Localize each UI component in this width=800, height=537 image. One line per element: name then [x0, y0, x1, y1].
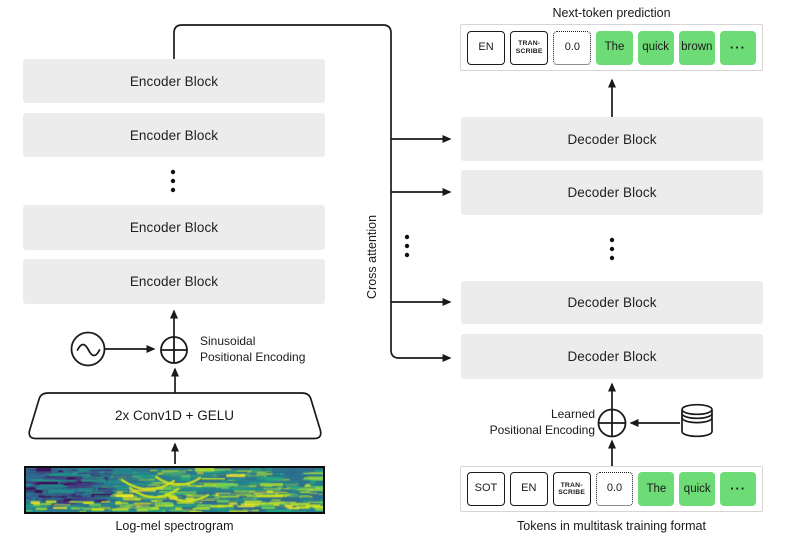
decoder-block-1-label: Decoder Block — [567, 131, 657, 147]
spectrogram-canvas — [26, 468, 323, 512]
log-mel-spectrogram-image — [24, 466, 325, 514]
token-transcribe: TRAN-SCRIBE — [510, 30, 549, 65]
token-sot: SOT — [467, 472, 505, 506]
conv-label: 2x Conv1D + GELU — [115, 408, 234, 423]
encoder-block-3: Encoder Block — [23, 205, 325, 250]
tokens-format-caption: Tokens in multitask training format — [517, 519, 706, 533]
sine-wave-icon — [70, 331, 106, 367]
decoder-block-2-label: Decoder Block — [567, 185, 657, 200]
input-token-row: SOT EN TRAN-SCRIBE 0.0 The quick ··· — [460, 466, 763, 512]
learned-pe-line2: Positional Encoding — [489, 422, 595, 437]
token-transcribe: TRAN-SCRIBE — [552, 472, 591, 506]
learned-pe-line1: Learned — [550, 407, 595, 421]
token-quick: quick — [637, 30, 674, 65]
log-mel-caption: Log-mel spectrogram — [115, 519, 234, 533]
decoder-block-4: Decoder Block — [461, 334, 763, 379]
encoder-block-3-label: Encoder Block — [129, 220, 219, 235]
sinusoidal-pe-label: Sinusoidal Positional Encoding — [200, 334, 305, 365]
decoder-block-1: Decoder Block — [461, 117, 763, 161]
encoder-to-spine-connector — [173, 24, 452, 362]
decoder-plus-icon — [597, 408, 627, 438]
token-the: The — [596, 30, 633, 65]
encoder-ellipsis — [170, 169, 176, 193]
decoder-block-3-label: Decoder Block — [567, 295, 657, 310]
encoder-block-4: Encoder Block — [23, 259, 325, 304]
token-brown: brown — [678, 30, 715, 65]
token-quick: quick — [679, 472, 716, 506]
decoder-block-4-label: Decoder Block — [567, 349, 657, 364]
token-en: EN — [467, 30, 506, 65]
learned-pe-label: Learned Positional Encoding — [445, 407, 595, 438]
decoder-block-3: Decoder Block — [461, 281, 763, 324]
token-ellipsis: ··· — [719, 30, 756, 65]
encoder-block-1: Encoder Block — [23, 59, 325, 103]
next-token-heading: Next-token prediction — [552, 6, 671, 20]
token-timestamp: 0.0 — [595, 472, 634, 506]
token-the: The — [638, 472, 675, 506]
output-token-row: EN TRAN-SCRIBE 0.0 The quick brown ··· — [460, 24, 763, 71]
encoder-block-2-label: Encoder Block — [129, 127, 219, 143]
encoder-block-2: Encoder Block — [23, 113, 325, 157]
token-ellipsis: ··· — [720, 472, 757, 506]
decoder-ellipsis — [609, 237, 615, 261]
encoder-plus-icon — [160, 336, 188, 364]
encoder-block-1-label: Encoder Block — [129, 73, 219, 89]
cross-attention-label: Cross attention — [365, 214, 379, 300]
conv-trapezoid — [28, 392, 322, 440]
sinusoidal-pe-line2: Positional Encoding — [200, 349, 306, 364]
decoder-block-2: Decoder Block — [461, 170, 763, 215]
database-cylinder-icon — [681, 403, 713, 438]
encoder-block-4-label: Encoder Block — [129, 274, 219, 289]
token-timestamp: 0.0 — [553, 30, 592, 65]
sinusoidal-pe-line1: Sinusoidal — [200, 334, 256, 348]
cross-attn-ellipsis — [404, 234, 410, 258]
token-en: EN — [509, 472, 548, 506]
